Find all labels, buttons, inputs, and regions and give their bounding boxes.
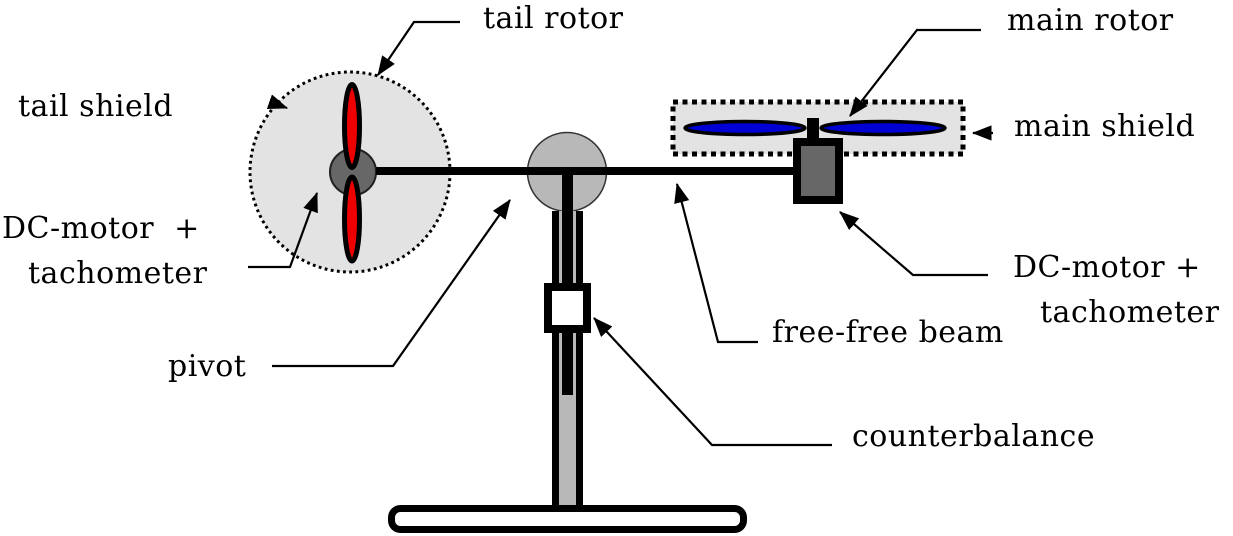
tail-shield-label: tail shield [18,89,174,124]
dc-motor-left-arrow [248,191,319,269]
dc-motor-right-label-line1: DC-motor + [1013,250,1201,285]
tail-shield-arrow [266,94,289,110]
pivot-label: pivot [168,349,247,384]
main-rotor-blade-right [819,119,947,137]
main-motor-box [793,138,843,204]
pivot-arrow [272,199,511,368]
free-free-beam-bar [376,167,795,175]
free-free-beam-arrow [674,182,758,344]
main-rotor-label: main rotor [1007,3,1174,38]
counterbalance-arrow [593,317,832,447]
dc-motor-left-label-line2: tachometer [28,256,208,291]
free-free-beam-label: free-free beam [772,315,1004,350]
main-shield-label: main shield [1014,109,1196,144]
main-rotor-blade-left [683,119,807,137]
main-rotor-arrow [849,28,981,117]
stand-base [388,505,747,533]
tail-rotor-label: tail rotor [483,1,624,36]
counterbalance-label: counterbalance [852,419,1096,454]
tail-rotor-blade-bottom [342,174,362,264]
dc-motor-right-label-line2: tachometer [1040,295,1220,330]
dc-motor-right-arrow [839,211,988,277]
counterbalance-box [544,283,591,333]
dc-motor-left-label-line1: DC-motor + [2,211,200,246]
tail-rotor-arrow [377,20,460,76]
tail-rotor-blade-top [342,82,362,170]
